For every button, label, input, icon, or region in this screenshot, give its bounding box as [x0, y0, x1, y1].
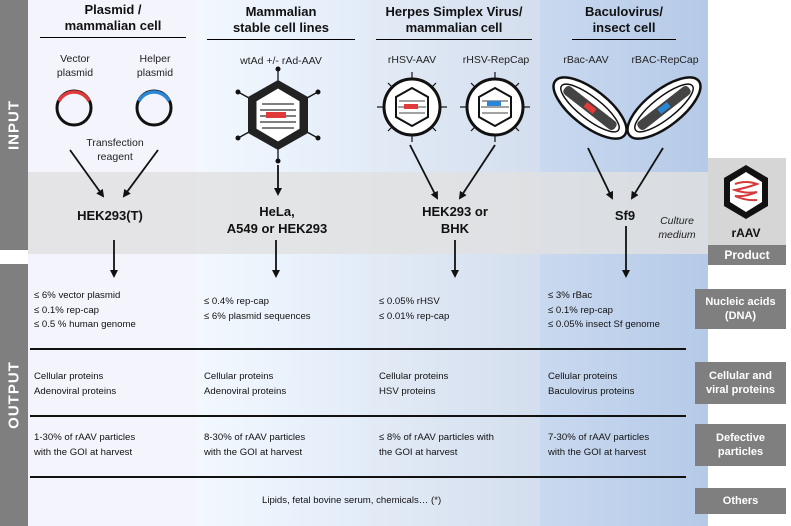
header-baculo: Baculovirus/insect cell	[572, 4, 676, 40]
nucleic-acids-stable: ≤ 0.4% rep-cap≤ 6% plasmid sequences	[204, 296, 311, 322]
vector-plasmid-icon	[55, 89, 93, 127]
others-text: Lipids, fetal bovine serum, chemicals… (…	[262, 495, 442, 506]
nucleic-acids-plasmid: ≤ 6% vector plasmid≤ 0.1% rep-cap≤ 0.5 %…	[34, 290, 136, 330]
helper-plasmid-icon	[135, 89, 173, 127]
rhsv-aav-icon	[377, 72, 447, 142]
rbac-aav-icon	[552, 76, 628, 140]
rbac-repcap-icon	[626, 76, 702, 140]
output-side-label: OUTPUT	[0, 264, 28, 526]
input-arrows	[69, 144, 664, 278]
host-hek293t: HEK293(T)	[77, 208, 143, 223]
nucleic-acids-baculo: ≤ 3% rBac≤ 0.1% rep-cap≤ 0.05% insect Sf…	[548, 290, 660, 330]
raav-icon	[724, 165, 768, 219]
adenovirus-icon	[235, 66, 321, 164]
raav-label: rAAV	[731, 226, 761, 240]
separator-2	[30, 415, 686, 417]
column-plasmid-bg	[28, 0, 196, 526]
wtad-label: wtAd +/- rAd-AAV	[240, 55, 322, 67]
culture-medium-band	[28, 172, 708, 254]
product-label: Product	[708, 245, 786, 265]
header-plasmid: Plasmid /mammalian cell	[40, 2, 186, 38]
host-sf9: Sf9	[614, 208, 636, 223]
transfection-reagent-label: Transfection reagent	[86, 137, 144, 163]
nucleic-acids-hsv: ≤ 0.05% rHSV≤ 0.01% rep-cap	[379, 296, 450, 322]
host-hela-a549: HeLa,A549 or HEK293	[226, 204, 328, 236]
rhsv-repcap-icon	[460, 72, 530, 142]
category-others: Others	[695, 488, 786, 514]
rhsv-aav-label: rHSV-AAV	[387, 54, 437, 66]
category-nucleic-acids: Nucleic acids(DNA)	[695, 289, 786, 329]
rbac-aav-label: rBac-AAV	[563, 54, 609, 66]
rhsv-repcap-label: rHSV-RepCap	[462, 54, 530, 66]
separator-1	[30, 348, 686, 350]
input-side-label: INPUT	[0, 0, 28, 250]
rbac-repcap-label: rBAC-RepCap	[631, 54, 699, 66]
vector-plasmid-label: Vector plasmid	[56, 53, 94, 79]
separator-3	[30, 476, 686, 478]
helper-plasmid-label: Helper plasmid	[136, 53, 174, 79]
header-hsv: Herpes Simplex Virus/mammalian cell	[376, 4, 532, 40]
